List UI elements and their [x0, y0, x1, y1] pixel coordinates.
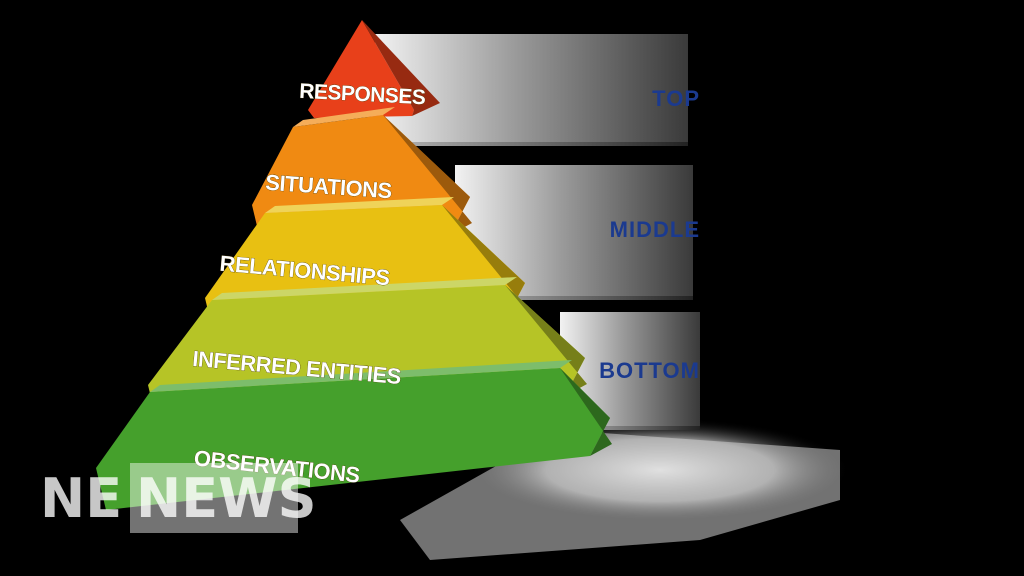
tier-label-responses: RESPONSES: [299, 80, 427, 110]
tier-front-responses: [308, 20, 414, 118]
level-band-edge-top: [375, 142, 688, 146]
tier-side-observations: [560, 368, 612, 456]
tier-ledge-inferred-entities: [212, 277, 517, 300]
tier-ledge-observations: [150, 360, 572, 392]
level-bands: [375, 34, 700, 430]
tier-ledge-situations: [293, 107, 395, 127]
level-band-edge-bottom: [560, 426, 700, 430]
level-band-edge-middle: [455, 296, 693, 300]
pyramid: [96, 20, 612, 510]
level-label-bottom: BOTTOM: [599, 358, 700, 383]
watermark-ne: NE: [40, 467, 122, 530]
tier-side-inferred-entities: [505, 285, 587, 396]
level-label-middle: MIDDLE: [610, 217, 700, 242]
level-label-top: TOP: [652, 86, 700, 111]
watermark-news: NEWS: [136, 467, 317, 530]
tier-front-observations: [96, 368, 610, 510]
tier-ledge-relationships: [265, 197, 454, 213]
watermark-box: [130, 463, 298, 533]
tier-side-situations: [383, 115, 472, 235]
news-watermark: NE NEWS: [40, 463, 317, 533]
tier-side-responses: [362, 20, 440, 116]
level-labels: TOP MIDDLE BOTTOM: [599, 86, 700, 383]
